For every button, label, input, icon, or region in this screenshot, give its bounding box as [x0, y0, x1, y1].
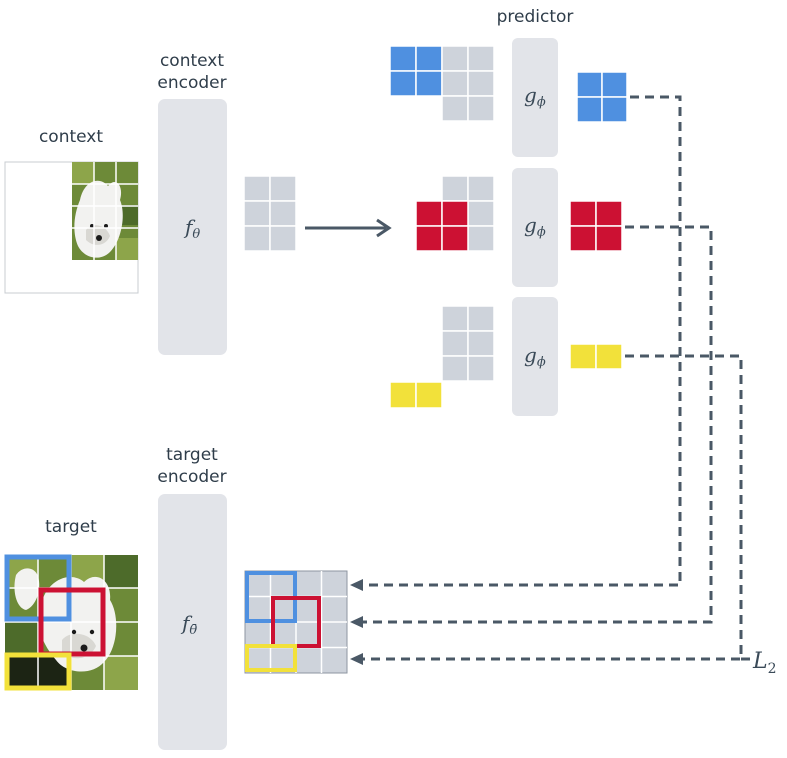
target-image	[4, 554, 138, 691]
target-embedding-box-yellow	[245, 644, 297, 672]
target-box-yellow	[4, 652, 72, 691]
context-label: context	[39, 127, 103, 147]
context-embedding-grid	[243, 175, 297, 252]
predictor-label: predictor	[497, 7, 574, 27]
target-box-red	[38, 587, 106, 657]
context-encoder-label-line1: context	[160, 51, 224, 71]
predicted-blue-block	[576, 71, 628, 123]
context-to-predictor-arrow	[305, 218, 392, 238]
context-encoder-block	[158, 99, 227, 355]
predictor-block-2	[512, 168, 558, 287]
target-encoder-label-line2: encoder	[157, 467, 226, 487]
predicted-yellow-block	[569, 343, 623, 370]
predictor-input-blue	[389, 45, 495, 122]
predictor-symbol-1: gϕ	[524, 83, 546, 110]
predicted-red-block	[569, 200, 623, 252]
target-embedding-grid	[244, 570, 348, 674]
predictor-symbol-2: gϕ	[524, 213, 546, 240]
predictor-block-1	[512, 38, 558, 157]
target-encoder-block	[158, 494, 227, 750]
target-label: target	[45, 517, 97, 537]
loss-label: L2	[752, 649, 777, 677]
predictor-input-red	[415, 175, 495, 252]
context-image	[4, 161, 139, 294]
predictor-block-3	[512, 297, 558, 416]
predictor-symbol-3: gϕ	[524, 343, 546, 370]
context-encoder-label-line2: encoder	[157, 73, 226, 93]
loss-connections	[350, 95, 752, 665]
target-encoder-label-line1: target	[166, 445, 218, 465]
predictor-input-yellow	[389, 305, 495, 409]
